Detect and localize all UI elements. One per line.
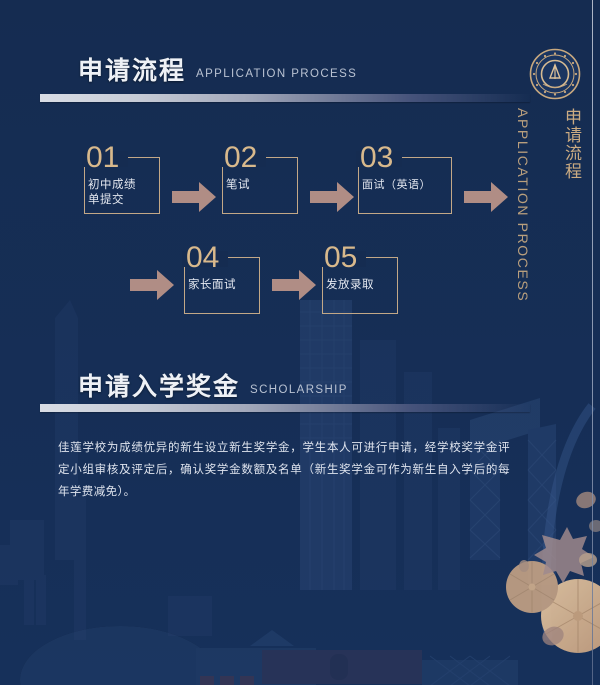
- right-arrow-icon: [130, 270, 174, 300]
- right-arrow-icon: [464, 182, 508, 212]
- right-arrow-icon: [272, 270, 316, 300]
- section-divider-scholarship: [40, 404, 530, 412]
- section-title-cn: 申请流程: [78, 56, 187, 85]
- process-step-02: 02 笔试: [220, 141, 300, 215]
- section-divider-process: [40, 94, 530, 102]
- step-number: 02: [224, 141, 258, 174]
- section-header-scholarship: 申请入学奖金 SCHOLARSHIP: [78, 374, 348, 399]
- step-number: 04: [186, 241, 220, 274]
- process-step-04: 04 家长面试: [182, 241, 262, 315]
- section-title-en: APPLICATION PROCESS: [196, 68, 358, 80]
- section-header-process: 申请流程 APPLICATION PROCESS: [78, 58, 357, 83]
- step-number: 01: [86, 141, 120, 174]
- process-step-03: 03 面试（英语）: [356, 141, 454, 215]
- school-crest-icon: [529, 48, 581, 100]
- right-sidebar: 申请流程 APPLICATION PROCESS: [515, 0, 600, 685]
- step-number: 03: [360, 141, 394, 174]
- process-step-05: 05 发放录取: [320, 241, 400, 315]
- sidebar-edge-line: [592, 0, 593, 685]
- process-step-01: 01 初中成绩 单提交: [82, 141, 162, 215]
- step-label: 家长面试: [188, 277, 236, 291]
- step-label: 笔试: [226, 177, 250, 191]
- sidebar-title-cn: 申请流程: [561, 108, 581, 180]
- right-arrow-icon: [310, 182, 354, 212]
- scholarship-paragraph: 佳莲学校为成绩优异的新生设立新生奖学金，学生本人可进行申请，经学校奖学金评定小组…: [58, 440, 510, 498]
- section-title-cn: 申请入学奖金: [78, 372, 241, 401]
- step-number: 05: [324, 241, 358, 274]
- step-label: 面试（英语）: [362, 178, 431, 191]
- step-label: 初中成绩 单提交: [88, 177, 136, 206]
- section-title-en: SCHOLARSHIP: [250, 384, 348, 396]
- sidebar-title-en: APPLICATION PROCESS: [515, 108, 531, 303]
- right-arrow-icon: [172, 182, 216, 212]
- step-label: 发放录取: [326, 277, 374, 291]
